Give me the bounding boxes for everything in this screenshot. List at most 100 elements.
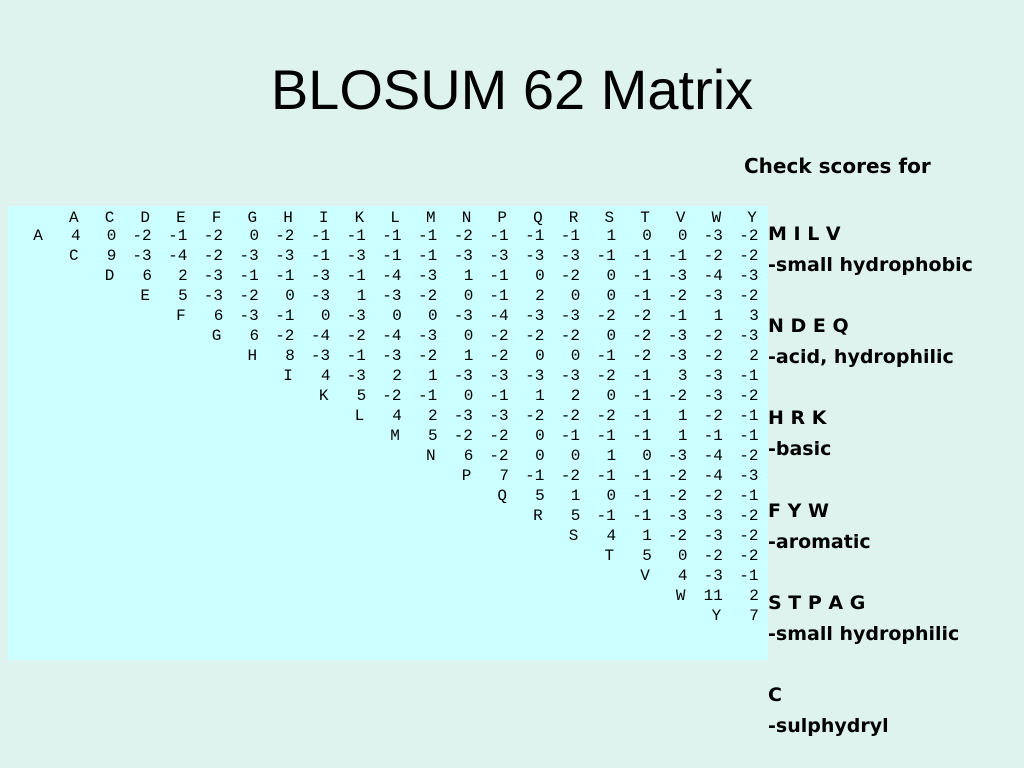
matrix-value-cell: -2	[667, 387, 688, 405]
matrix-value-cell: -1	[632, 287, 652, 305]
matrix-value-cell: 1	[463, 347, 474, 365]
matrix-value-cell: 0	[606, 327, 617, 345]
matrix-value-cell: -3	[703, 287, 723, 305]
matrix-value-cell: -2	[632, 347, 652, 365]
matrix-value-cell: -3	[346, 247, 366, 265]
matrix-value-cell: -3	[489, 367, 509, 385]
matrix-value-cell: 1	[463, 267, 474, 285]
matrix-value-cell: -3	[703, 527, 723, 545]
matrix-value-cell: -1	[560, 227, 580, 245]
matrix-value-cell: 0	[106, 227, 117, 245]
matrix-value-cell: -2	[703, 327, 723, 345]
matrix-value-cell: -2	[453, 427, 473, 445]
matrix-value-cell: -2	[739, 247, 759, 265]
matrix-value-cell: -3	[418, 327, 438, 345]
matrix-value-cell: 1	[606, 447, 617, 465]
matrix-value-cell: -3	[346, 307, 366, 325]
matrix-value-cell: -1	[275, 267, 295, 285]
slide-title: BLOSUM 62 Matrix	[270, 58, 754, 121]
matrix-value-cell: -3	[667, 267, 688, 285]
matrix-value-cell: 1	[356, 287, 367, 305]
matrix-value-cell: 4	[677, 567, 688, 585]
matrix-value-cell: -2	[560, 407, 580, 425]
matrix-value-cell: -2	[453, 227, 473, 245]
matrix-value-cell: -1	[310, 227, 331, 245]
matrix-value-cell: -2	[667, 487, 688, 505]
matrix-value-cell: 0	[677, 547, 688, 565]
matrix-value-cell: 0	[535, 267, 545, 285]
matrix-value-cell: -2	[560, 267, 580, 285]
matrix-column-header: A	[69, 209, 79, 227]
matrix-column-header: W	[711, 209, 722, 227]
matrix-value-cell: -3	[382, 287, 402, 305]
matrix-value-cell: -2	[739, 287, 759, 305]
matrix-value-cell: -1	[525, 467, 545, 485]
matrix-column-header: R	[568, 209, 579, 227]
matrix-value-cell: -4	[310, 327, 331, 345]
matrix-value-cell: 9	[106, 247, 117, 265]
matrix-value-cell: 0	[392, 307, 402, 325]
matrix-value-cell: -1	[346, 347, 366, 365]
check-scores-heading: Check scores for	[744, 154, 931, 178]
matrix-value-cell: -3	[310, 347, 331, 365]
matrix-value-cell: -2	[489, 347, 509, 365]
matrix-column-header: V	[675, 209, 686, 227]
matrix-value-cell: 2	[178, 267, 188, 285]
matrix-value-cell: -1	[667, 247, 688, 265]
matrix-column-header: T	[640, 209, 650, 227]
matrix-value-cell: 4	[606, 527, 617, 545]
matrix-value-cell: 2	[570, 387, 581, 405]
matrix-row-label: A	[33, 227, 43, 245]
matrix-row-label: F	[176, 307, 186, 325]
group-description: -acid, hydrophilic	[768, 346, 954, 369]
matrix-value-cell: -3	[560, 247, 580, 265]
matrix-value-cell: 0	[570, 347, 581, 365]
matrix-value-cell: 0	[642, 447, 652, 465]
matrix-value-cell: 0	[535, 347, 545, 365]
matrix-column-header: H	[283, 209, 293, 227]
matrix-value-cell: -3	[667, 507, 688, 525]
matrix-value-cell: -1	[632, 507, 652, 525]
matrix-value-cell: -1	[739, 487, 759, 505]
matrix-value-cell: -3	[310, 267, 331, 285]
matrix-value-cell: -1	[596, 247, 616, 265]
matrix-value-cell: -3	[453, 367, 473, 385]
matrix-column-header: I	[318, 209, 329, 227]
amino-acid-group: N D E Q-acid, hydrophilic	[768, 311, 954, 373]
group-letters: F Y W	[768, 499, 829, 522]
matrix-value-cell: -3	[275, 247, 295, 265]
matrix-value-cell: -2	[739, 547, 759, 565]
matrix-value-cell: -3	[667, 447, 688, 465]
matrix-column-header: G	[247, 209, 258, 227]
matrix-row-label: N	[426, 447, 436, 465]
matrix-value-cell: 2	[749, 347, 759, 365]
matrix-value-cell: -3	[739, 267, 759, 285]
amino-acid-group: M I L V-small hydrophobic	[768, 219, 973, 281]
matrix-value-cell: -1	[596, 347, 616, 365]
matrix-column-header: N	[461, 209, 472, 227]
matrix-value-cell: -2	[560, 327, 580, 345]
matrix-value-cell: -3	[703, 567, 723, 585]
matrix-column-header: Q	[533, 209, 543, 227]
group-description: -aromatic	[768, 530, 871, 553]
matrix-row-label: W	[675, 587, 686, 605]
matrix-value-cell: -2	[739, 387, 759, 405]
matrix-value-cell: -4	[382, 267, 402, 285]
matrix-value-cell: -3	[739, 467, 759, 485]
matrix-value-cell: 6	[249, 327, 260, 345]
matrix-value-cell: -3	[203, 267, 223, 285]
matrix-value-cell: -3	[739, 327, 759, 345]
matrix-value-cell: -4	[168, 247, 188, 265]
matrix-value-cell: -1	[418, 247, 438, 265]
matrix-value-cell: -1	[632, 427, 652, 445]
matrix-value-cell: -1	[596, 507, 616, 525]
matrix-column-header: D	[140, 209, 150, 227]
matrix-value-cell: 0	[249, 227, 260, 245]
amino-acid-group: F Y W -aromatic	[768, 496, 871, 558]
amino-acid-group: S T P A G-small hydrophilic	[768, 588, 959, 650]
matrix-value-cell: 1	[535, 387, 545, 405]
matrix-value-cell: -1	[667, 307, 688, 325]
matrix-value-cell: 6	[213, 307, 224, 325]
matrix-value-cell: -3	[453, 407, 473, 425]
matrix-value-cell: -2	[739, 527, 759, 545]
